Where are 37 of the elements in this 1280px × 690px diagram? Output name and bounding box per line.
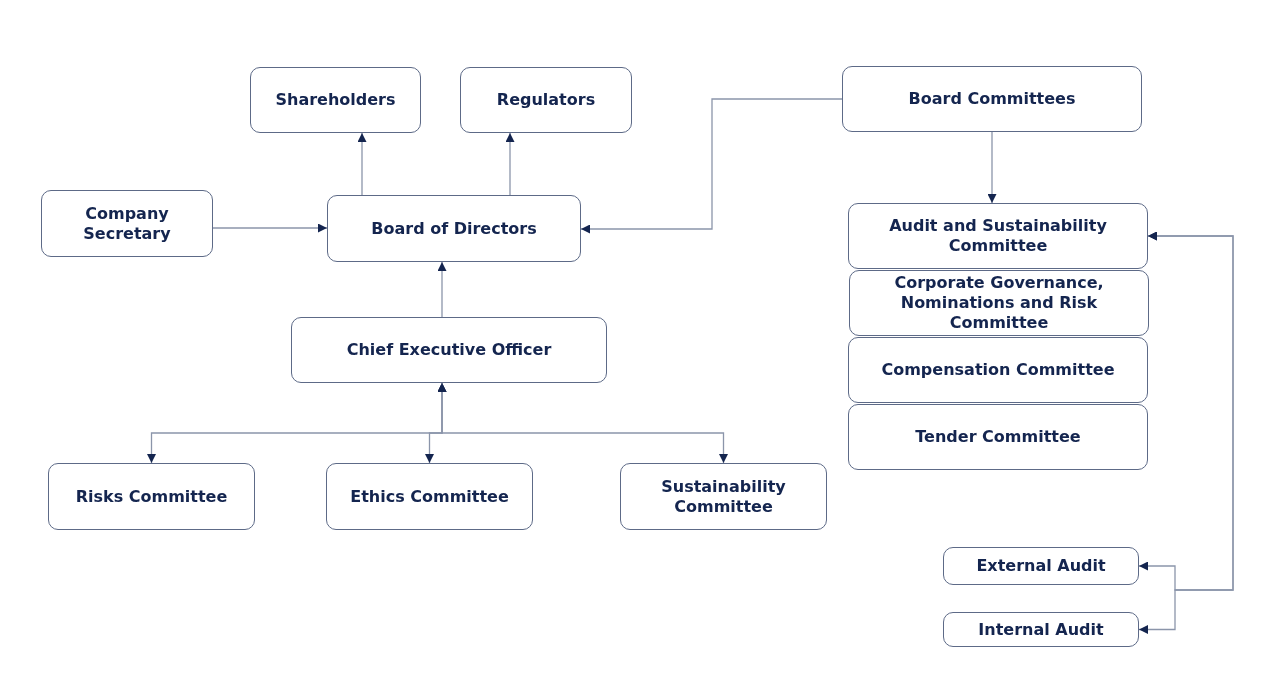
connector-arrow	[212, 223, 328, 233]
box-label: Chief Executive Officer	[346, 340, 552, 360]
connector-arrow	[505, 132, 515, 196]
box-label: Audit and Sustainability Committee	[888, 216, 1108, 256]
box-label: Shareholders	[275, 90, 396, 110]
org-box	[250, 67, 421, 133]
org-box	[620, 463, 827, 530]
box-label: Board Committees	[908, 89, 1076, 109]
connector-arrow	[580, 98, 843, 234]
box-label: Ethics Committee	[350, 486, 509, 507]
org-box	[848, 337, 1148, 403]
box-label: Board of Directors	[371, 218, 537, 239]
org-box	[327, 195, 581, 262]
org-box	[943, 547, 1139, 585]
org-box	[48, 463, 255, 530]
box-label: Sustainability Committee	[660, 476, 787, 517]
connector-arrow	[357, 132, 367, 196]
org-box	[291, 317, 607, 383]
box-label: Risks Committee	[75, 486, 228, 507]
org-box	[848, 203, 1148, 269]
connector-arrow	[987, 131, 997, 204]
org-box	[943, 612, 1139, 647]
box-label: External Audit	[976, 556, 1106, 576]
connector-arrow	[437, 261, 447, 318]
org-box	[842, 66, 1142, 132]
org-box	[848, 404, 1148, 470]
box-label: Tender Committee	[915, 427, 1081, 447]
org-box	[460, 67, 632, 133]
box-label: Corporate Governance, Nominations and Risk Committee	[893, 273, 1105, 333]
box-label: Internal Audit	[978, 619, 1104, 640]
connector-arrow	[437, 382, 728, 464]
box-label: Compensation Committee	[881, 360, 1115, 380]
box-label: Regulators	[496, 90, 596, 110]
box-label: Company Secretary	[82, 203, 172, 244]
org-box	[41, 190, 213, 257]
org-box	[326, 463, 533, 530]
org-box	[849, 270, 1149, 336]
